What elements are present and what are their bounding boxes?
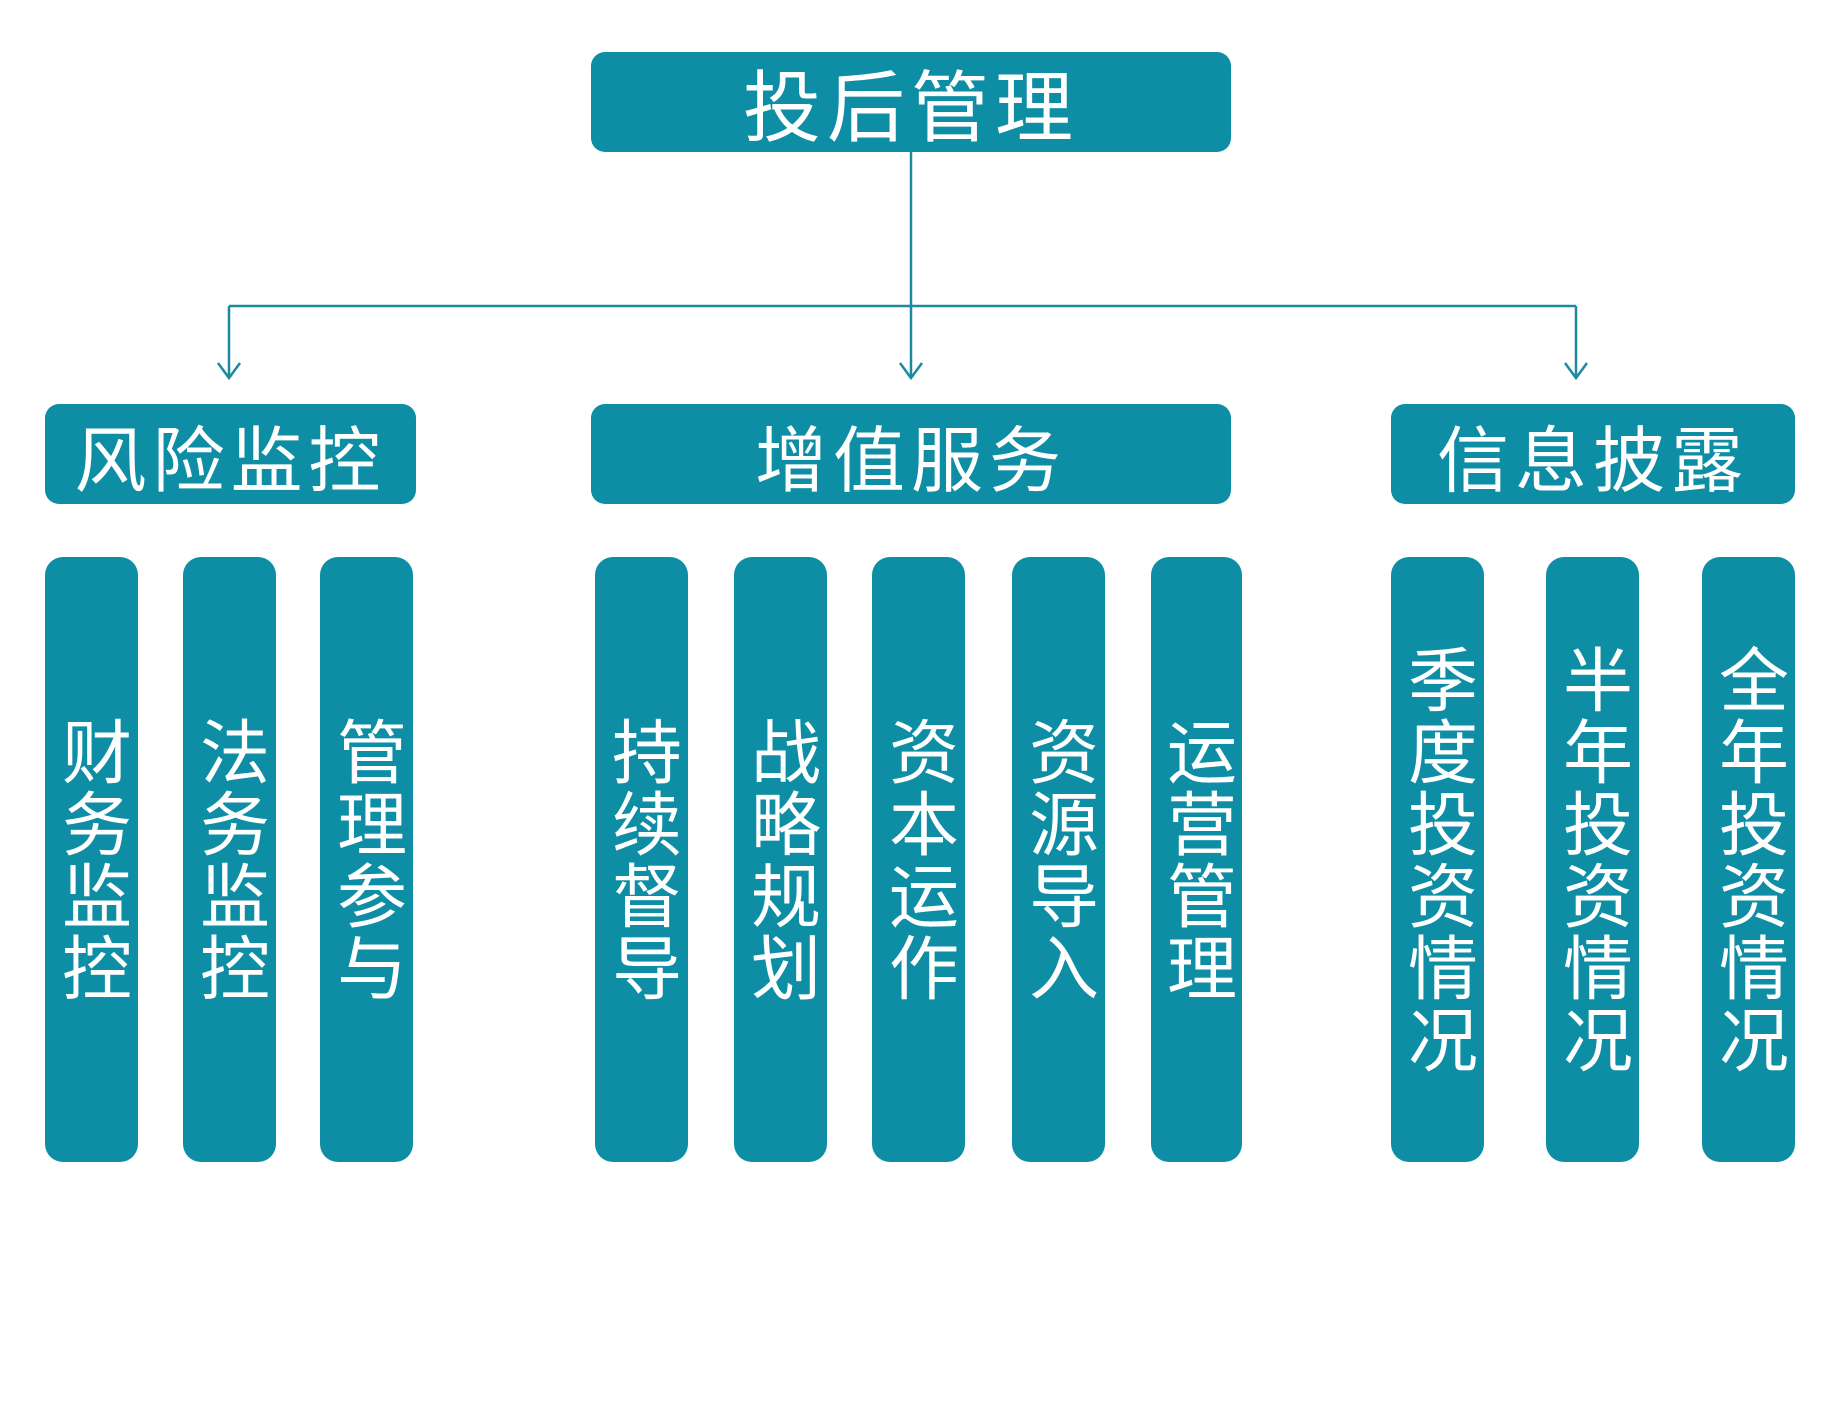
leaf-quarterly-investment: 季度投资情况	[1391, 557, 1484, 1162]
category-information-disclosure: 信息披露	[1391, 404, 1795, 504]
leaf-full-year-investment: 全年投资情况	[1702, 557, 1795, 1162]
category-value-added-services: 增值服务	[591, 404, 1231, 504]
leaf-financial-monitoring: 财务监控	[45, 557, 138, 1162]
category-risk-monitoring: 风险监控	[45, 404, 416, 504]
leaf-operations-management: 运营管理	[1151, 557, 1242, 1162]
arrowhead-disclosure	[1563, 362, 1589, 381]
arrowhead-value-added	[898, 362, 924, 381]
leaf-legal-monitoring: 法务监控	[183, 557, 276, 1162]
leaf-management-participation: 管理参与	[320, 557, 413, 1162]
leaf-strategic-planning: 战略规划	[734, 557, 827, 1162]
leaf-capital-operation: 资本运作	[872, 557, 965, 1162]
root-node: 投后管理	[591, 52, 1231, 154]
leaf-resource-introduction: 资源导入	[1012, 557, 1105, 1162]
leaf-half-year-investment: 半年投资情况	[1546, 557, 1639, 1162]
leaf-continuous-supervision: 持续督导	[595, 557, 688, 1162]
arrowhead-risk	[216, 362, 242, 381]
